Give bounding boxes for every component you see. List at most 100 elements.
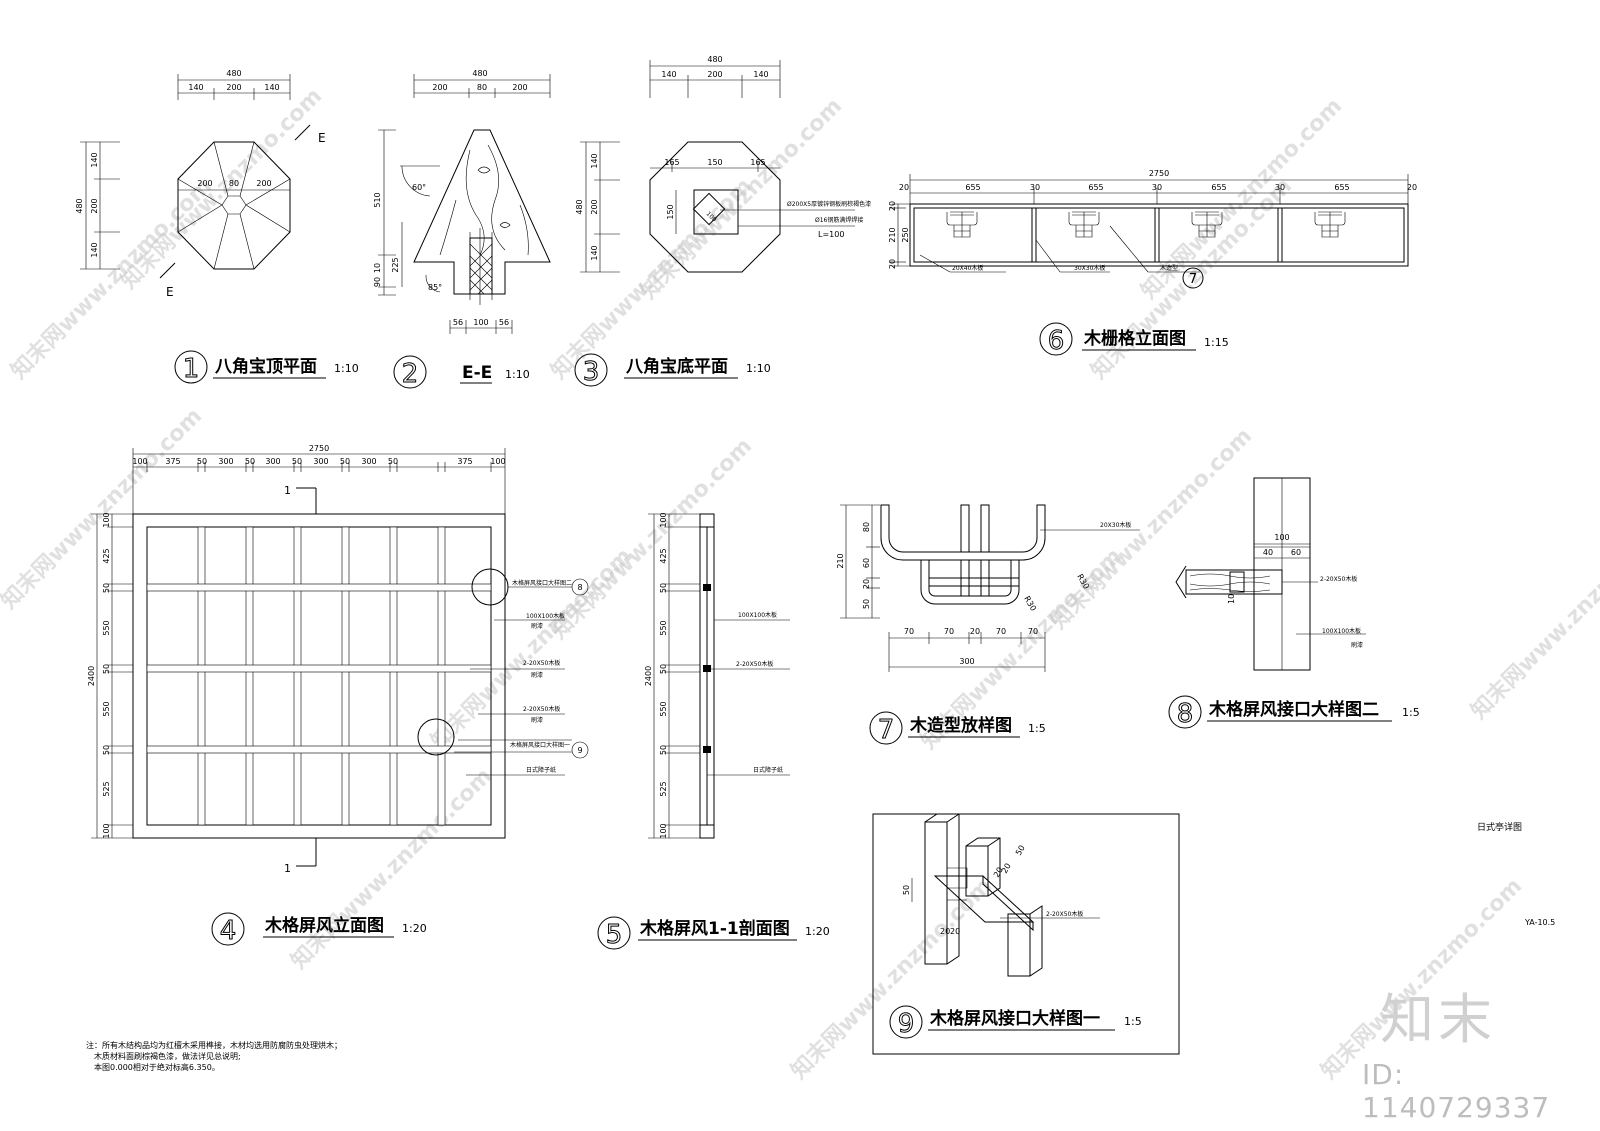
- watermarks: 知末网www.znzmo.com 知末网www.znzmo.com 知末网www…: [0, 83, 1600, 1084]
- detail-title: 木栅格立面图: [1083, 328, 1186, 349]
- screen-panel: [146, 526, 492, 826]
- dim-height: 2400: [644, 666, 653, 686]
- detail-title: 木格屏风接口大样图一: [929, 1008, 1100, 1029]
- dim-left: 425: [102, 548, 111, 563]
- dim-v: 10: [1227, 594, 1236, 604]
- callout-number: 7: [1189, 272, 1197, 287]
- watermark: 知末网www.znzmo.com: [1046, 423, 1257, 634]
- callout-circle: [1182, 267, 1204, 289]
- dim-seg: 200: [512, 83, 527, 92]
- dim-left: 525: [659, 781, 668, 796]
- callout-note: 20X40木板: [952, 264, 983, 272]
- dim-left: 210: [888, 227, 897, 242]
- dim-seg: 30: [1152, 183, 1162, 192]
- detail-number-circle: [597, 916, 631, 950]
- screen-muntins: [146, 526, 492, 826]
- dim-v: 80: [862, 522, 871, 532]
- dim-left: 50: [659, 583, 668, 593]
- octagon-outline: [649, 141, 781, 273]
- dim-d: 50: [1014, 844, 1027, 857]
- dim-top: 50: [245, 457, 255, 466]
- dim-b: 70: [944, 627, 954, 636]
- callout-note: 2-20X50木板: [523, 659, 560, 667]
- dim-top: 300: [218, 457, 233, 466]
- dim-base: 56: [453, 318, 463, 327]
- lattice-motif: [1191, 211, 1223, 238]
- dim-seg: 140: [661, 70, 676, 79]
- dim-width: 300: [959, 657, 974, 666]
- profile-posts: [960, 504, 990, 553]
- dim-height: 2400: [87, 666, 96, 686]
- detail-number: 6: [1048, 326, 1065, 356]
- detail-9-joint-detail-1: 50 50 20 20 20 20 2-20X50木板 9 木格屏风接口大样图一…: [872, 813, 1180, 1055]
- profile-lower-cross: [928, 559, 1020, 597]
- sheet-code: YA-10.5: [1525, 918, 1556, 927]
- sheet-title: 日式亭详图: [1477, 823, 1523, 833]
- rebar-square: [692, 192, 726, 226]
- callout-note: 日式障子纸: [753, 766, 783, 774]
- dim-top: 165: [750, 158, 765, 167]
- dim-left: 50: [102, 664, 111, 674]
- detail-7-wood-profile: 210 80 60 20 50 20X30木板 R30 R30 70 70 20…: [836, 504, 1140, 746]
- angle-label: 85°: [428, 283, 442, 292]
- radius-label: R30: [1022, 595, 1038, 613]
- screen-frame: [132, 513, 506, 839]
- detail-title: 木格屏风接口大样图二: [1208, 699, 1379, 720]
- dim-v: 60: [862, 558, 871, 568]
- dim-base: 100: [473, 318, 488, 327]
- dim-left: 425: [659, 548, 668, 563]
- dim-top: 300: [265, 457, 280, 466]
- dim-v: 20: [862, 579, 871, 589]
- dim-total: 480: [75, 198, 84, 213]
- dim-left-ticks: [107, 526, 133, 826]
- lattice-motif: [946, 211, 978, 238]
- dim-seg: 140: [90, 152, 99, 167]
- dim-seg: 140: [90, 242, 99, 257]
- dim-top: 300: [361, 457, 376, 466]
- dim-seg: 200: [707, 70, 722, 79]
- detail-title: 木造型放样图: [909, 715, 1012, 736]
- detail-title: 木格屏风1-1剖面图: [639, 918, 790, 939]
- core-hatch: [469, 243, 493, 295]
- dim-left: 550: [102, 620, 111, 635]
- callout-note: 2-20X50木板: [523, 705, 560, 713]
- callout-note: 2-20X50木板: [736, 660, 773, 668]
- detail-scale: 1:15: [1204, 336, 1229, 349]
- dim-b: 70: [904, 627, 914, 636]
- dim-seg: 140: [590, 153, 599, 168]
- callout-number: 8: [577, 583, 582, 592]
- callout-note: 100X100木板: [1322, 627, 1361, 635]
- dim-total: 2750: [309, 444, 329, 453]
- dim-left: 550: [659, 701, 668, 716]
- dim-seg: 20: [1407, 183, 1417, 192]
- callout-number: 9: [577, 746, 582, 755]
- callout-note: 刷漆: [531, 622, 543, 630]
- dim-seg: 200: [226, 83, 241, 92]
- callout-note: 木格屏风接口大样图二: [512, 579, 572, 587]
- callout-note: Ø16钢筋满焊焊接: [815, 216, 863, 224]
- dim-left: 20: [888, 201, 897, 211]
- dim-left: 20: [888, 259, 897, 269]
- dim-top: 50: [340, 457, 350, 466]
- dim-left: 525: [102, 781, 111, 796]
- section-mark: E: [166, 285, 174, 299]
- detail-4-screen-elevation: 2750 100 375 50 300 50 300 50 300 50 300…: [87, 444, 589, 947]
- dim-seg: 655: [1211, 183, 1226, 192]
- dim-v: 50: [862, 599, 871, 609]
- dim-left: 100: [102, 823, 111, 838]
- dim-top: 375: [457, 457, 472, 466]
- detail-number-circle: [1039, 322, 1073, 356]
- post-iso: [924, 813, 960, 965]
- finial-core: [469, 237, 493, 295]
- detail-box: [872, 813, 1180, 1055]
- watermark: 知末网www.znzmo.com: [1466, 513, 1600, 724]
- dim-top-ticks: [146, 462, 492, 472]
- dim-bottom-ticks: [888, 632, 1046, 672]
- watermark: 知末网www.znzmo.com: [1136, 93, 1347, 304]
- callout-note: 刷漆: [531, 671, 543, 679]
- dim-seg: 655: [1088, 183, 1103, 192]
- dim-base: 56: [499, 318, 509, 327]
- detail-6-wood-lattice-elevation: 2750 20 655 30 655 30 655 30 655 20 210 …: [888, 169, 1417, 357]
- note-line: 木质材料面刷棕褐色漆，做法详见总说明;: [94, 1052, 241, 1061]
- detail-title: 木格屏风立面图: [264, 915, 384, 936]
